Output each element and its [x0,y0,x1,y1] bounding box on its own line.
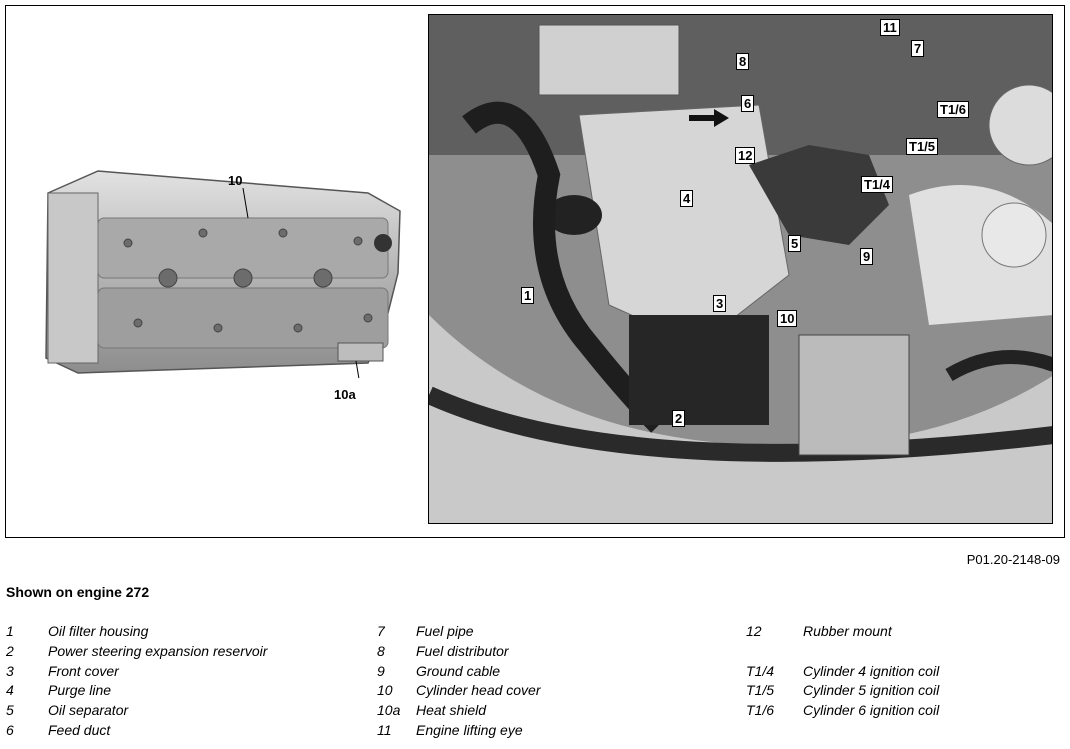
photo-callout-12: 12 [735,147,756,164]
legend-text: Front cover [48,662,119,679]
legend-number [746,642,803,662]
legend-number: 5 [6,702,14,719]
legend-text: Purge line [48,682,112,699]
legend-item: T1/5 Cylinder 5 ignition coil [746,681,939,701]
legend-number: 10a [377,702,401,719]
photo-callout-5: 5 [788,235,802,252]
legend-item: T1/4 Cylinder 4 ignition coil [746,662,939,682]
legend-text: Fuel pipe [416,623,474,639]
legend-item: 10 Cylinder head cover [377,681,541,701]
legend-number: 8 [377,642,385,659]
legend-number: 10 [377,682,393,699]
photo-callout-11: 11 [880,19,900,36]
legend-column-3: 12 Rubber mount T1/4 Cylinder 4 ignition c… [746,622,939,721]
legend-item: 4 Purge line [6,681,267,701]
legend-number: 6 [6,721,14,738]
legend-item: 1 Oil filter housing [6,622,267,642]
photo-callout-3: 3 [713,295,727,312]
legend-text: Cylinder head cover [416,682,541,699]
photo-callout-9: 9 [860,248,874,265]
legend-text: Oil filter housing [48,623,149,639]
legend-item: 6 Feed duct [6,721,267,741]
legend-item: 3 Front cover [6,662,267,682]
legend-item: 8 Fuel distributor [377,642,541,662]
legend-item: 12 Rubber mount [746,622,939,642]
photo-callout-T1-4: T1/4 [861,176,894,193]
legend-number: 4 [6,682,14,699]
engine-bay-photo [428,14,1053,524]
legend-item: 5 Oil separator [6,701,267,721]
legend-item: 7 Fuel pipe [377,622,541,642]
cylinder-head-cover-drawing [38,163,410,378]
photo-callout-6: 6 [741,95,755,112]
legend-text: Fuel distributor [416,642,509,659]
legend-number: 2 [6,642,14,659]
legend-item: 2 Power steering expansion reservoir [6,642,267,662]
photo-callout-T1-5: T1/5 [906,138,939,155]
legend-spacer [746,642,939,662]
legend-number: 3 [6,662,14,679]
legend-number: T1/6 [746,702,775,719]
legend-item: 11 Engine lifting eye [377,721,541,741]
legend-column-1: 1 Oil filter housing 2 Power steering expa… [6,622,267,741]
legend-number: 9 [377,662,385,679]
legend-text: Feed duct [48,721,111,738]
figure-caption: Shown on engine 272 [6,584,150,600]
legend-text: Ground cable [416,662,501,679]
legend-number: 11 [377,721,392,738]
legend-number: 7 [377,623,385,639]
legend-text: Rubber mount [803,623,892,639]
photo-callout-8: 8 [736,53,750,70]
photo-callout-7: 7 [911,40,925,57]
legend-text: Heat shield [416,702,487,719]
legend-text: Oil separator [48,702,129,719]
photo-callout-10: 10 [777,310,798,327]
photo-callout-T1-6: T1/6 [937,101,970,118]
drawing-callout-10: 10 [228,173,243,188]
legend-item: T1/6 Cylinder 6 ignition coil [746,701,939,721]
legend-number: 12 [746,623,762,639]
legend-number: T1/4 [746,662,775,679]
photo-callout-4: 4 [680,190,694,207]
legend-column-2: 7 Fuel pipe 8 Fuel distributor 9 Ground cab… [377,622,541,741]
drawing-callout-10a: 10a [334,387,356,402]
legend-number: 1 [6,623,14,639]
legend-number: T1/5 [746,682,775,699]
legend-item: 10a Heat shield [377,701,541,721]
legend-item: 9 Ground cable [377,662,541,682]
photo-callout-1: 1 [521,287,535,304]
legend-text: Cylinder 4 ignition coil [803,662,940,679]
figure-id: P01.20-2148-09 [966,552,1060,567]
photo-callout-2: 2 [672,410,686,427]
legend-text: Cylinder 5 ignition coil [803,682,940,699]
legend-text: Cylinder 6 ignition coil [803,702,940,719]
legend-text: Power steering expansion reservoir [48,642,268,659]
legend-text: Engine lifting eye [416,721,523,738]
